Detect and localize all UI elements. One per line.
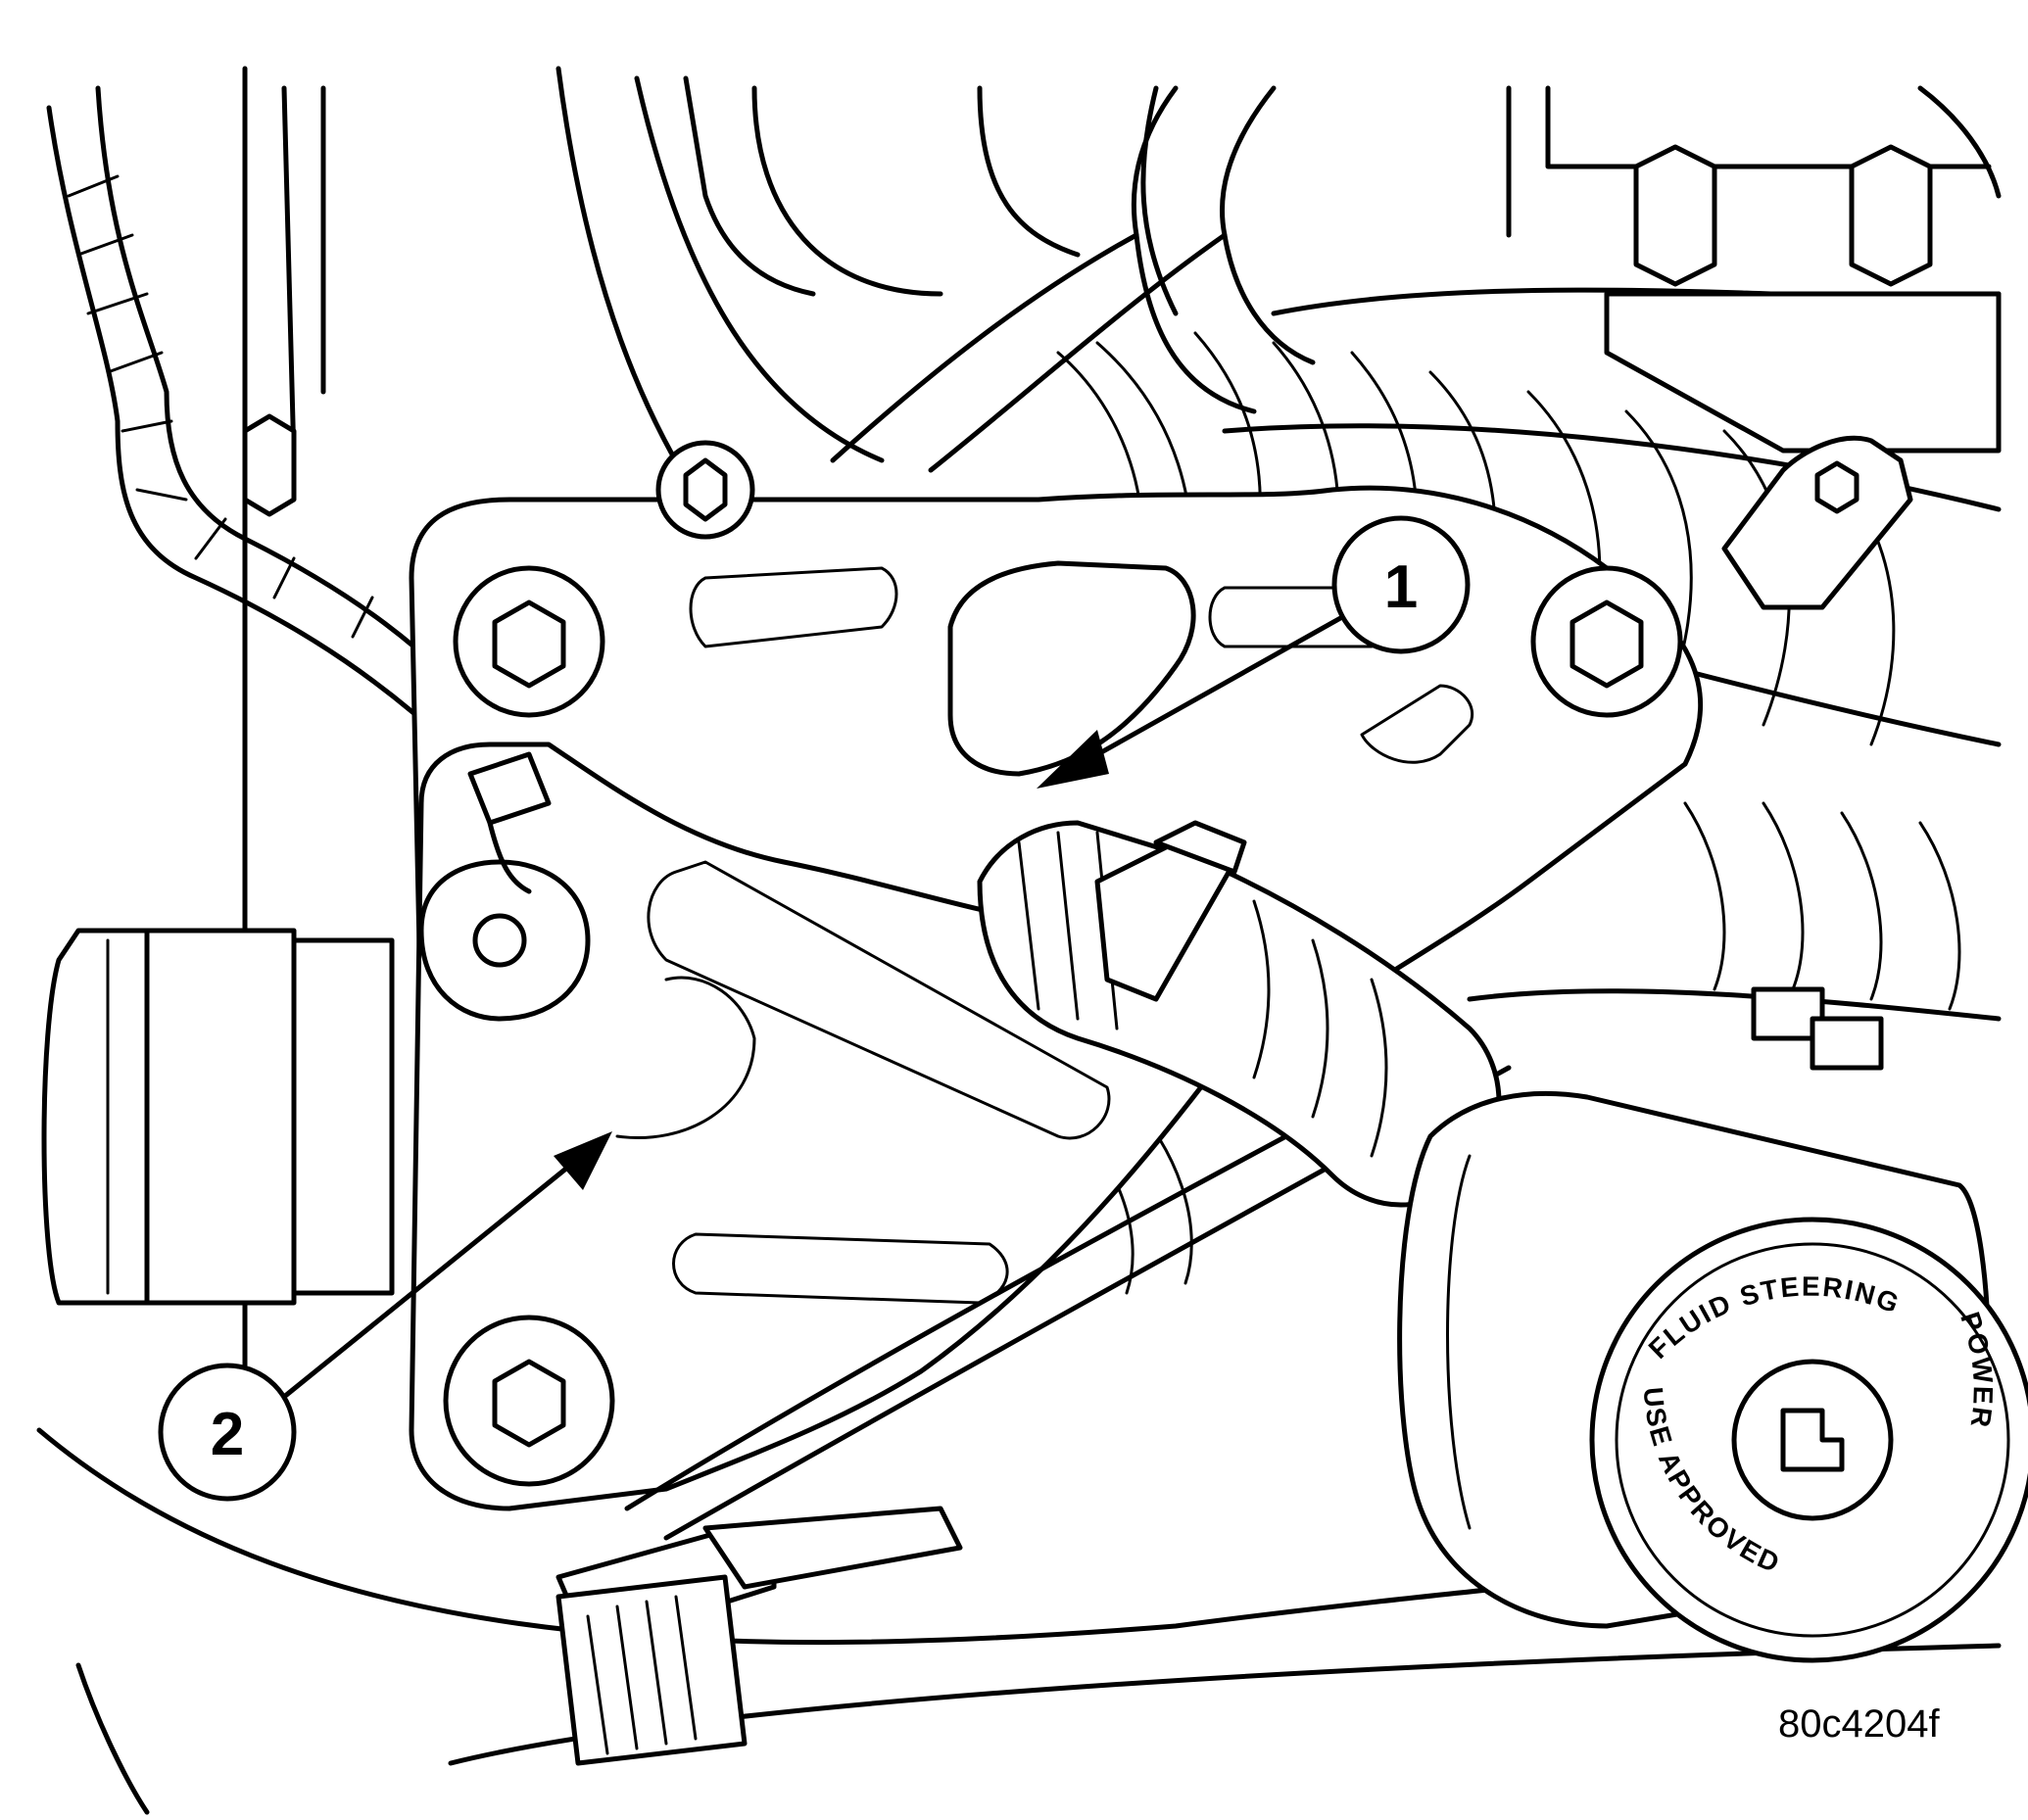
central-hose <box>977 820 1502 1208</box>
upper-hose <box>830 85 1316 473</box>
wiring-harness <box>46 85 512 777</box>
callout-1-leader <box>1060 614 1345 777</box>
left-pipe-fitting <box>41 928 395 1306</box>
harness-clip <box>467 751 552 894</box>
callout-1-arrowhead <box>1037 730 1109 789</box>
reservoir-cap: FLUID STEERING POWER USE APPROVED <box>1589 1217 2028 1663</box>
callout-1: 1 <box>1037 515 1471 789</box>
callout-2: 2 <box>158 1131 612 1502</box>
bracket-bolts <box>242 413 1683 718</box>
right-nuts <box>1751 986 1884 1071</box>
callout-2-arrowhead <box>554 1131 612 1190</box>
callout-2-circle <box>158 1363 297 1502</box>
callout-2-label: 2 <box>211 1401 244 1468</box>
callout-1-label: 1 <box>1384 553 1418 621</box>
callout-1-circle <box>1331 515 1471 654</box>
lower-connector <box>555 1506 963 1766</box>
callout-2-leader <box>276 1148 591 1404</box>
figure-id: 80c4204f <box>1778 1702 1940 1746</box>
lower-bracket-bolt <box>443 1315 615 1487</box>
top-nuts <box>1604 144 2002 454</box>
upper-right-tab <box>1721 435 1913 610</box>
